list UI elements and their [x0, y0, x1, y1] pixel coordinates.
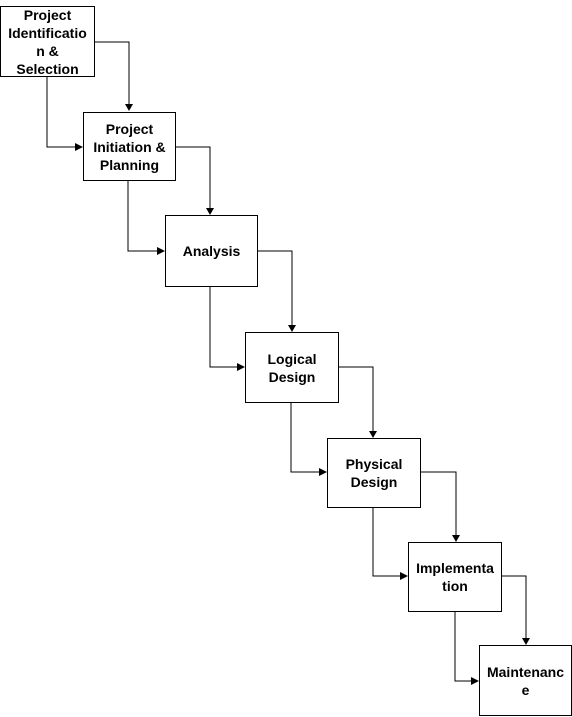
phase-label-implementation: Implementa tion [416, 560, 494, 594]
forward-arrow-analysis-to-logical [257, 250, 293, 325]
phase-label-logical-design: Logical Design [267, 350, 317, 385]
phase-box-maintenance: Maintenanc e [479, 645, 572, 716]
feedback-arrowhead-logical-to-physical [319, 468, 327, 476]
phase-box-initiation: Project Initiation & Planning [83, 112, 176, 181]
phase-box-analysis: Analysis [165, 215, 258, 287]
feedback-arrow-initiation-to-analysis [127, 181, 157, 252]
forward-arrow-physical-to-implementation [420, 471, 457, 535]
feedback-arrow-identification-to-initiation [46, 77, 75, 148]
feedback-arrowhead-physical-to-implementation [400, 572, 408, 580]
feedback-arrow-logical-to-physical [290, 403, 319, 473]
forward-arrow-implementation-to-maintenance [501, 575, 527, 638]
feedback-arrow-physical-to-implementation [372, 508, 400, 577]
forward-arrowhead-identification-to-initiation [125, 104, 133, 111]
feedback-arrows [46, 77, 479, 685]
feedback-arrow-implementation-to-maintenance [454, 612, 471, 682]
forward-arrow-initiation-to-analysis [175, 146, 211, 208]
feedback-arrow-analysis-to-logical [209, 287, 237, 368]
feedback-arrowhead-implementation-to-maintenance [471, 677, 479, 685]
phase-label-identification: Project Identificatio n & Selection [8, 6, 87, 77]
phase-label-initiation: Project Initiation & Planning [93, 120, 166, 173]
phase-label-analysis: Analysis [182, 243, 241, 259]
phase-box-identification: Project Identificatio n & Selection [0, 6, 95, 77]
forward-arrow-logical-to-physical [338, 366, 374, 431]
phase-box-physical-design: Physical Design [327, 438, 421, 508]
phase-label-physical-design: Physical Design [345, 456, 403, 490]
forward-arrow-identification-to-initiation [95, 41, 130, 104]
phase-label-maintenance: Maintenanc e [486, 663, 564, 698]
feedback-arrowhead-identification-to-initiation [75, 143, 83, 151]
phase-box-logical-design: Logical Design [245, 332, 339, 403]
forward-arrows [95, 41, 530, 645]
forward-arrowhead-analysis-to-logical [288, 325, 296, 332]
feedback-arrowhead-analysis-to-logical [237, 363, 245, 371]
forward-arrowhead-physical-to-implementation [452, 535, 460, 542]
forward-arrowhead-initiation-to-analysis [206, 208, 214, 215]
forward-arrowhead-implementation-to-maintenance [522, 638, 530, 645]
forward-arrowhead-logical-to-physical [369, 431, 377, 438]
feedback-arrowhead-initiation-to-analysis [157, 247, 165, 255]
phase-box-implementation: Implementa tion [408, 542, 502, 612]
